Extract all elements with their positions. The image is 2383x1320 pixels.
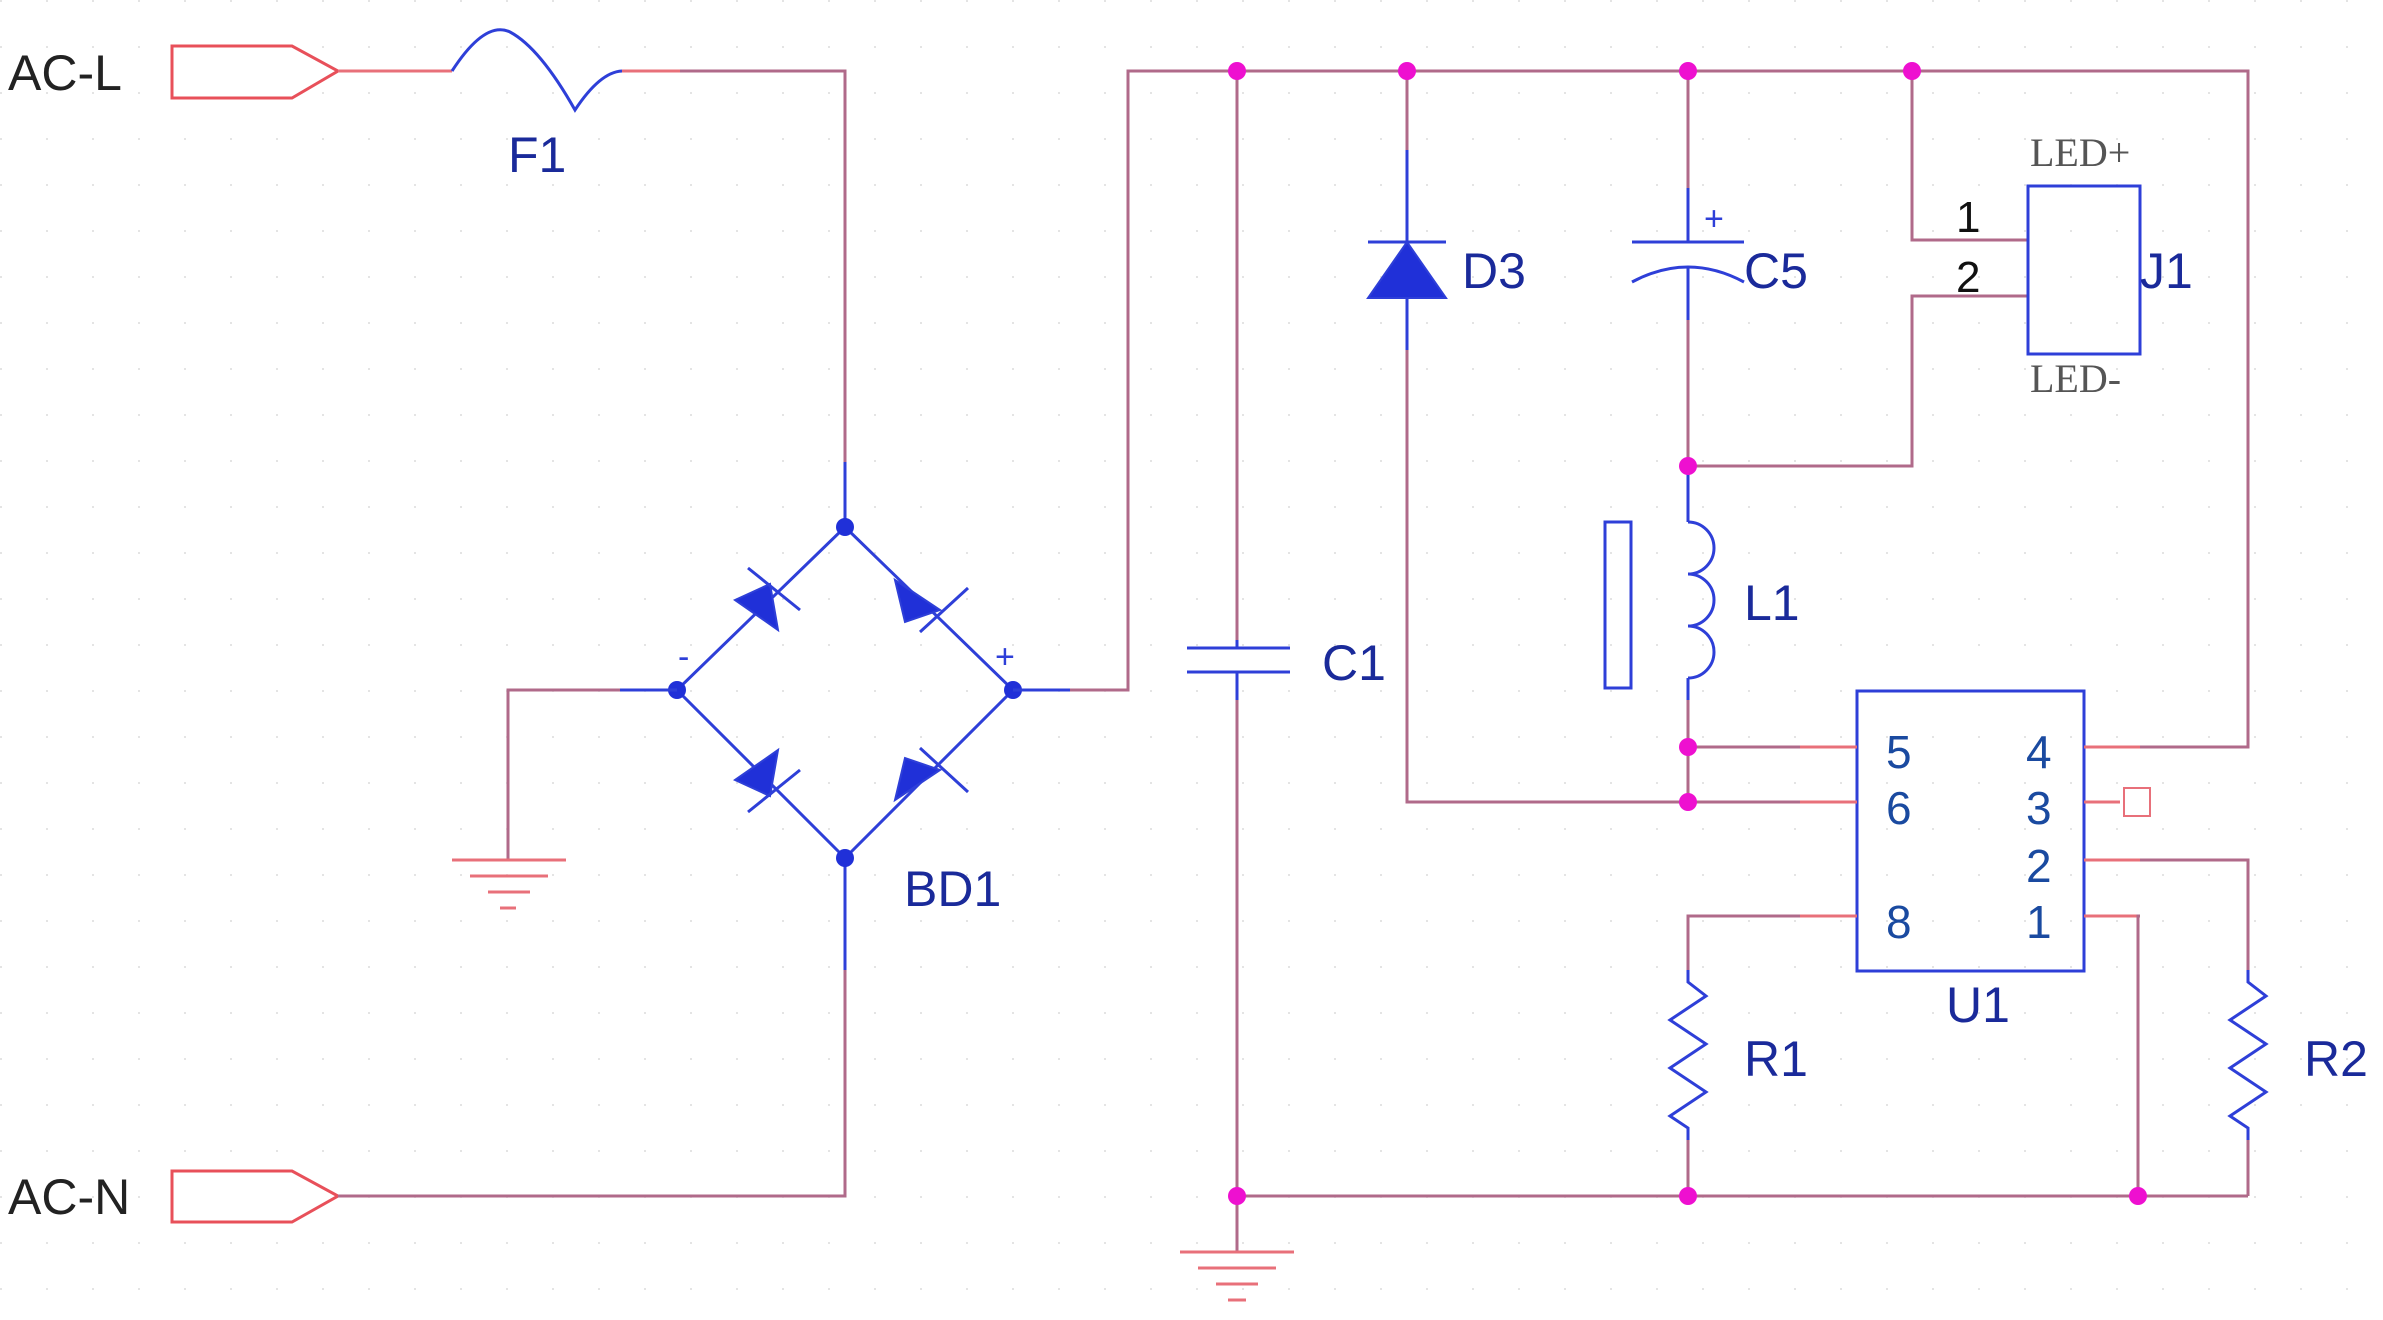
junction <box>2129 1187 2147 1205</box>
connector-j1-led-minus: LED- <box>2030 356 2121 401</box>
ic-u1-pin-3: 3 <box>2026 782 2052 834</box>
junction <box>1903 62 1921 80</box>
diode-d3[interactable]: D3 <box>1366 71 1688 804</box>
connector-j1-led-plus: LED+ <box>2030 130 2130 175</box>
resistor-r1[interactable]: R1 <box>1667 914 1808 1196</box>
junction <box>1228 62 1246 80</box>
bridge-diode-bottom-right <box>893 746 970 803</box>
ground-left <box>452 858 566 910</box>
ic-u1-pin-1: 1 <box>2026 896 2052 948</box>
capacitor-c5-label: C5 <box>1744 243 1808 299</box>
bridge-plus-label: + <box>995 638 1015 676</box>
junction <box>1398 62 1416 80</box>
connector-j1-pin1: 1 <box>1956 193 1980 242</box>
fuse-f1-label: F1 <box>508 127 566 183</box>
junction <box>1679 457 1697 475</box>
bridge-diode-top-right <box>893 577 970 634</box>
inductor-l1-label: L1 <box>1744 575 1800 631</box>
fuse-f1[interactable]: F1 <box>338 28 680 183</box>
bridge-diode-top-left <box>732 566 801 633</box>
ic-u1[interactable]: 5 6 8 4 3 2 1 U1 <box>1800 689 2151 1033</box>
wire-acn <box>338 970 847 1198</box>
connector-j1[interactable]: 1 2 LED+ LED- J1 <box>1688 71 2193 468</box>
bridge-diode-bottom-left <box>732 747 801 814</box>
connector-j1-label: J1 <box>2140 243 2193 299</box>
bridge-minus-label: - <box>678 638 689 676</box>
resistor-r1-label: R1 <box>1744 1031 1808 1087</box>
junction <box>1228 1187 1246 1205</box>
resistor-r2[interactable]: R2 <box>2140 858 2368 1196</box>
ic-u1-label: U1 <box>1946 977 2010 1033</box>
capacitor-c1-label: C1 <box>1322 635 1386 691</box>
connector-j1-pin2: 2 <box>1956 253 1980 302</box>
port-ac-l[interactable]: AC-L <box>8 44 342 101</box>
port-ac-n-label: AC-N <box>8 1169 130 1225</box>
wire-u1-pin1 <box>2136 914 2140 1196</box>
capacitor-c1[interactable]: C1 <box>1187 71 1386 1196</box>
ic-u1-pin-2: 2 <box>2026 840 2052 892</box>
bridge-bd1[interactable]: - + BD1 <box>668 518 1022 917</box>
port-ac-l-label: AC-L <box>8 45 122 101</box>
ic-u1-pin-6: 6 <box>1886 782 1912 834</box>
port-ac-n[interactable]: AC-N <box>8 1169 342 1225</box>
ic-u1-no-connect <box>2123 787 2151 817</box>
junction <box>1679 793 1697 811</box>
junction <box>1679 738 1697 756</box>
bridge-bd1-label: BD1 <box>904 861 1001 917</box>
capacitor-c5-plus: + <box>1704 200 1724 238</box>
junction <box>1679 1187 1697 1205</box>
ic-u1-pin-5: 5 <box>1886 726 1912 778</box>
wire-bridge-ground <box>506 688 620 860</box>
diode-d3-label: D3 <box>1462 243 1526 299</box>
resistor-r2-label: R2 <box>2304 1031 2368 1087</box>
junction <box>1679 62 1697 80</box>
junctions <box>1228 62 2147 1205</box>
ground-right <box>1180 1250 1294 1302</box>
ic-u1-pin-8: 8 <box>1886 896 1912 948</box>
capacitor-c5[interactable]: + C5 <box>1631 71 1808 466</box>
ic-u1-pin-4: 4 <box>2026 726 2052 778</box>
wire-acl <box>680 69 847 462</box>
